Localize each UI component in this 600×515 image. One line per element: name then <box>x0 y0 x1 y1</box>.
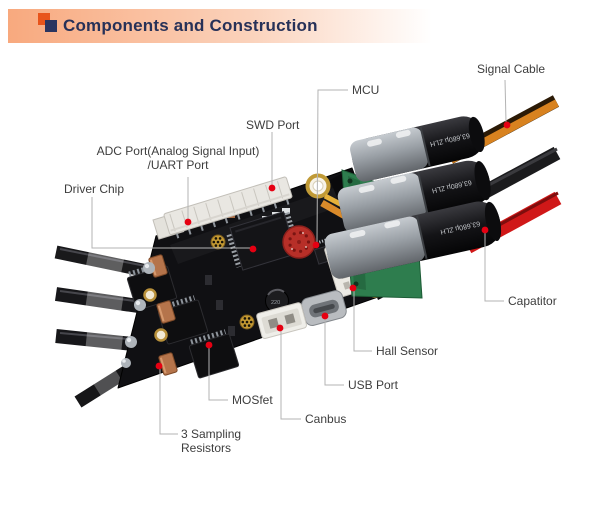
callout-line-sampling <box>159 369 178 435</box>
callout-line-hall-sensor <box>353 291 372 352</box>
callout-line-canbus <box>280 331 301 420</box>
label-hall-sensor: Hall Sensor <box>376 344 439 358</box>
label-swd-port: SWD Port <box>246 118 300 132</box>
callout-dot-driver-chip <box>249 245 257 253</box>
callout-line-usb-port <box>324 319 344 386</box>
label-adc-line1: ADC Port(Analog Signal Input) <box>96 144 260 158</box>
capacitor-cylinder: 63,680µ ZLH <box>324 201 502 279</box>
callout-line-capacitor <box>484 233 504 302</box>
usb-c-port <box>301 290 347 326</box>
adc-swd-connector <box>152 176 293 240</box>
label-sampling-line2: Resistors <box>181 441 232 455</box>
gold-pad <box>239 314 255 330</box>
label-adc-uart-port: ADC Port(Analog Signal Input) /UART Port <box>90 144 266 172</box>
callout-lines <box>91 79 507 435</box>
page-title: Components and Construction <box>63 16 318 35</box>
callout-dot-mcu <box>312 241 320 249</box>
aux-wire-orange <box>320 199 347 220</box>
label-canbus: Canbus <box>305 412 347 426</box>
header-squares-icon <box>38 13 58 33</box>
callout-dot-mosfet <box>205 341 213 349</box>
label-usb-port: USB Port <box>348 378 399 392</box>
callout-dots <box>155 121 511 370</box>
label-mcu: MCU <box>352 83 380 97</box>
gold-pad <box>210 234 226 250</box>
navy-square-icon <box>45 20 57 32</box>
callout-line-mcu <box>316 89 348 243</box>
label-adc-line2: /UART Port <box>147 158 209 172</box>
label-driver-chip: Driver Chip <box>64 182 125 196</box>
callout-dot-adc <box>184 218 192 226</box>
callout-dot-capacitor <box>481 226 489 234</box>
callout-line-mosfet <box>208 348 228 401</box>
label-sampling-line1: 3 Sampling <box>181 427 242 441</box>
callout-dot-sampling <box>155 362 163 370</box>
label-mosfet: MOSfet <box>232 393 273 407</box>
callout-dot-signal-cable <box>503 121 511 129</box>
sampling-resistors <box>148 254 178 376</box>
rotary-dial <box>282 225 316 259</box>
label-capacitor: Capatitor <box>508 294 557 308</box>
callout-dot-usb-port <box>321 312 329 320</box>
callout-line-driver-chip <box>91 197 250 249</box>
callout-dot-swd <box>268 184 276 192</box>
through-holes <box>143 288 168 342</box>
callout-line-signal-cable <box>504 79 507 123</box>
canbus-connector <box>256 302 307 339</box>
header-bar <box>8 9 445 43</box>
callout-dot-canbus <box>276 324 284 332</box>
inductor-marking: 220 <box>271 300 280 306</box>
callout-dot-hall-sensor <box>349 284 357 292</box>
label-signal-cable: Signal Cable <box>477 62 546 76</box>
label-sampling-resistors: 3 Sampling Resistors <box>181 427 241 455</box>
capacitor-cylinder: 63,680µ ZLH <box>350 116 485 182</box>
solder-joints <box>121 262 155 368</box>
